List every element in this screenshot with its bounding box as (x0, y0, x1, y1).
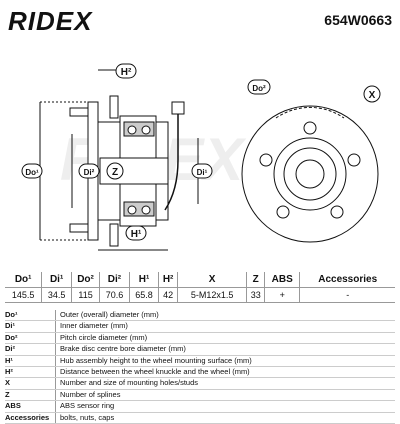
header-cell: Di² (99, 272, 130, 288)
header-cell: ABS (264, 272, 300, 288)
value-cell: 42 (158, 287, 178, 303)
value-cell: 70.6 (99, 287, 130, 303)
legend-row: Z Number of splines (5, 389, 395, 402)
legend-key: H² (5, 366, 13, 376)
legend-key: Do² (5, 332, 18, 342)
hub-front-view (241, 105, 379, 243)
value-cell: 34.5 (41, 287, 72, 303)
legend-desc: Distance between the wheel knuckle and t… (55, 366, 395, 378)
legend-row: Di¹ Inner diameter (mm) (5, 321, 395, 333)
legend-row: X Number and size of mounting holes/studs (5, 378, 395, 390)
legend-key: Di² (5, 344, 15, 354)
label-z: Z (112, 167, 118, 178)
legend-row: H² Distance between the wheel knuckle and… (5, 366, 395, 379)
legend-desc: Inner diameter (mm) (55, 321, 395, 332)
legend-key: Do¹ (5, 310, 18, 319)
value-cell: 33 (246, 287, 265, 303)
legend-key: Z (5, 389, 10, 399)
legend-row: Accessories bolts, nuts, caps (5, 412, 395, 424)
label-x: X (369, 90, 376, 101)
legend-key: Di¹ (5, 321, 15, 331)
legend-key: ABS (5, 401, 21, 411)
header: RIDEX 654W0663 (0, 0, 400, 36)
header-cell: Do¹ (5, 272, 42, 288)
header-cell: H¹ (128, 272, 159, 288)
legend-desc: Brake disc centre bore diameter (mm) (55, 344, 395, 355)
header-cell: Accessories (299, 272, 395, 288)
value-cell: 5-M12x1.5 (176, 287, 247, 303)
header-cell: Do² (70, 272, 100, 288)
legend-row: H¹ Hub assembly height to the wheel mount… (5, 355, 395, 367)
value-cell: + (264, 287, 300, 303)
dimension-labels: H² Do¹ Di² Z Di¹ H¹ Do² X (21, 63, 381, 241)
value-cell: - (299, 287, 395, 303)
legend-key: H¹ (5, 355, 13, 365)
label-h2: H² (121, 67, 132, 78)
legend-key: X (5, 378, 11, 388)
header-cell: H² (158, 272, 178, 288)
legend-row: Do² Pitch circle diameter (mm) (5, 332, 395, 345)
label-di1: Di¹ (197, 168, 208, 177)
value-cell: 65.8 (128, 287, 159, 303)
label-di2: Di² (84, 168, 95, 177)
legend-desc: Number of splines (55, 389, 395, 401)
legend-desc: Pitch circle diameter (mm) (55, 332, 395, 344)
label-h1: H¹ (131, 229, 142, 240)
legend-key: Accessories (5, 412, 50, 422)
legend-row: ABS ABS sensor ring (5, 401, 395, 413)
legend-desc: bolts, nuts, caps (55, 412, 395, 423)
legend-desc: Number and size of mounting holes/studs (55, 378, 395, 389)
value-cell: 145.5 (5, 287, 42, 303)
value-cell: 115 (70, 287, 100, 303)
spec-value-row: 145.5 34.5 115 70.6 65.8 42 5-M12x1.5 33… (5, 287, 395, 303)
label-do2: Do² (252, 84, 266, 93)
legend-row: Di² Brake disc centre bore diameter (mm) (5, 344, 395, 356)
brand-logo: RIDEX (8, 6, 93, 36)
legend: Do¹ Outer (overall) diameter (mm) Di¹ Inne… (5, 310, 395, 424)
label-do1: Do¹ (25, 168, 39, 177)
technical-drawing: RIDEX (21, 63, 381, 251)
part-number: 654W0663 (324, 12, 392, 28)
legend-desc: Hub assembly height to the wheel mountin… (55, 355, 395, 366)
legend-desc: ABS sensor ring (55, 401, 395, 412)
header-cell: X (176, 272, 247, 288)
spec-header-row: Do¹ Di¹ Do² Di² H¹ H² X Z ABS Accessorie… (5, 272, 395, 288)
legend-desc: Outer (overall) diameter (mm) (55, 310, 395, 321)
legend-row: Do¹ Outer (overall) diameter (mm) (5, 310, 395, 322)
spec-table: Do¹ Di¹ Do² Di² H¹ H² X Z ABS Accessorie… (5, 272, 395, 303)
header-cell: Z (246, 272, 265, 288)
header-cell: Di¹ (41, 272, 72, 288)
